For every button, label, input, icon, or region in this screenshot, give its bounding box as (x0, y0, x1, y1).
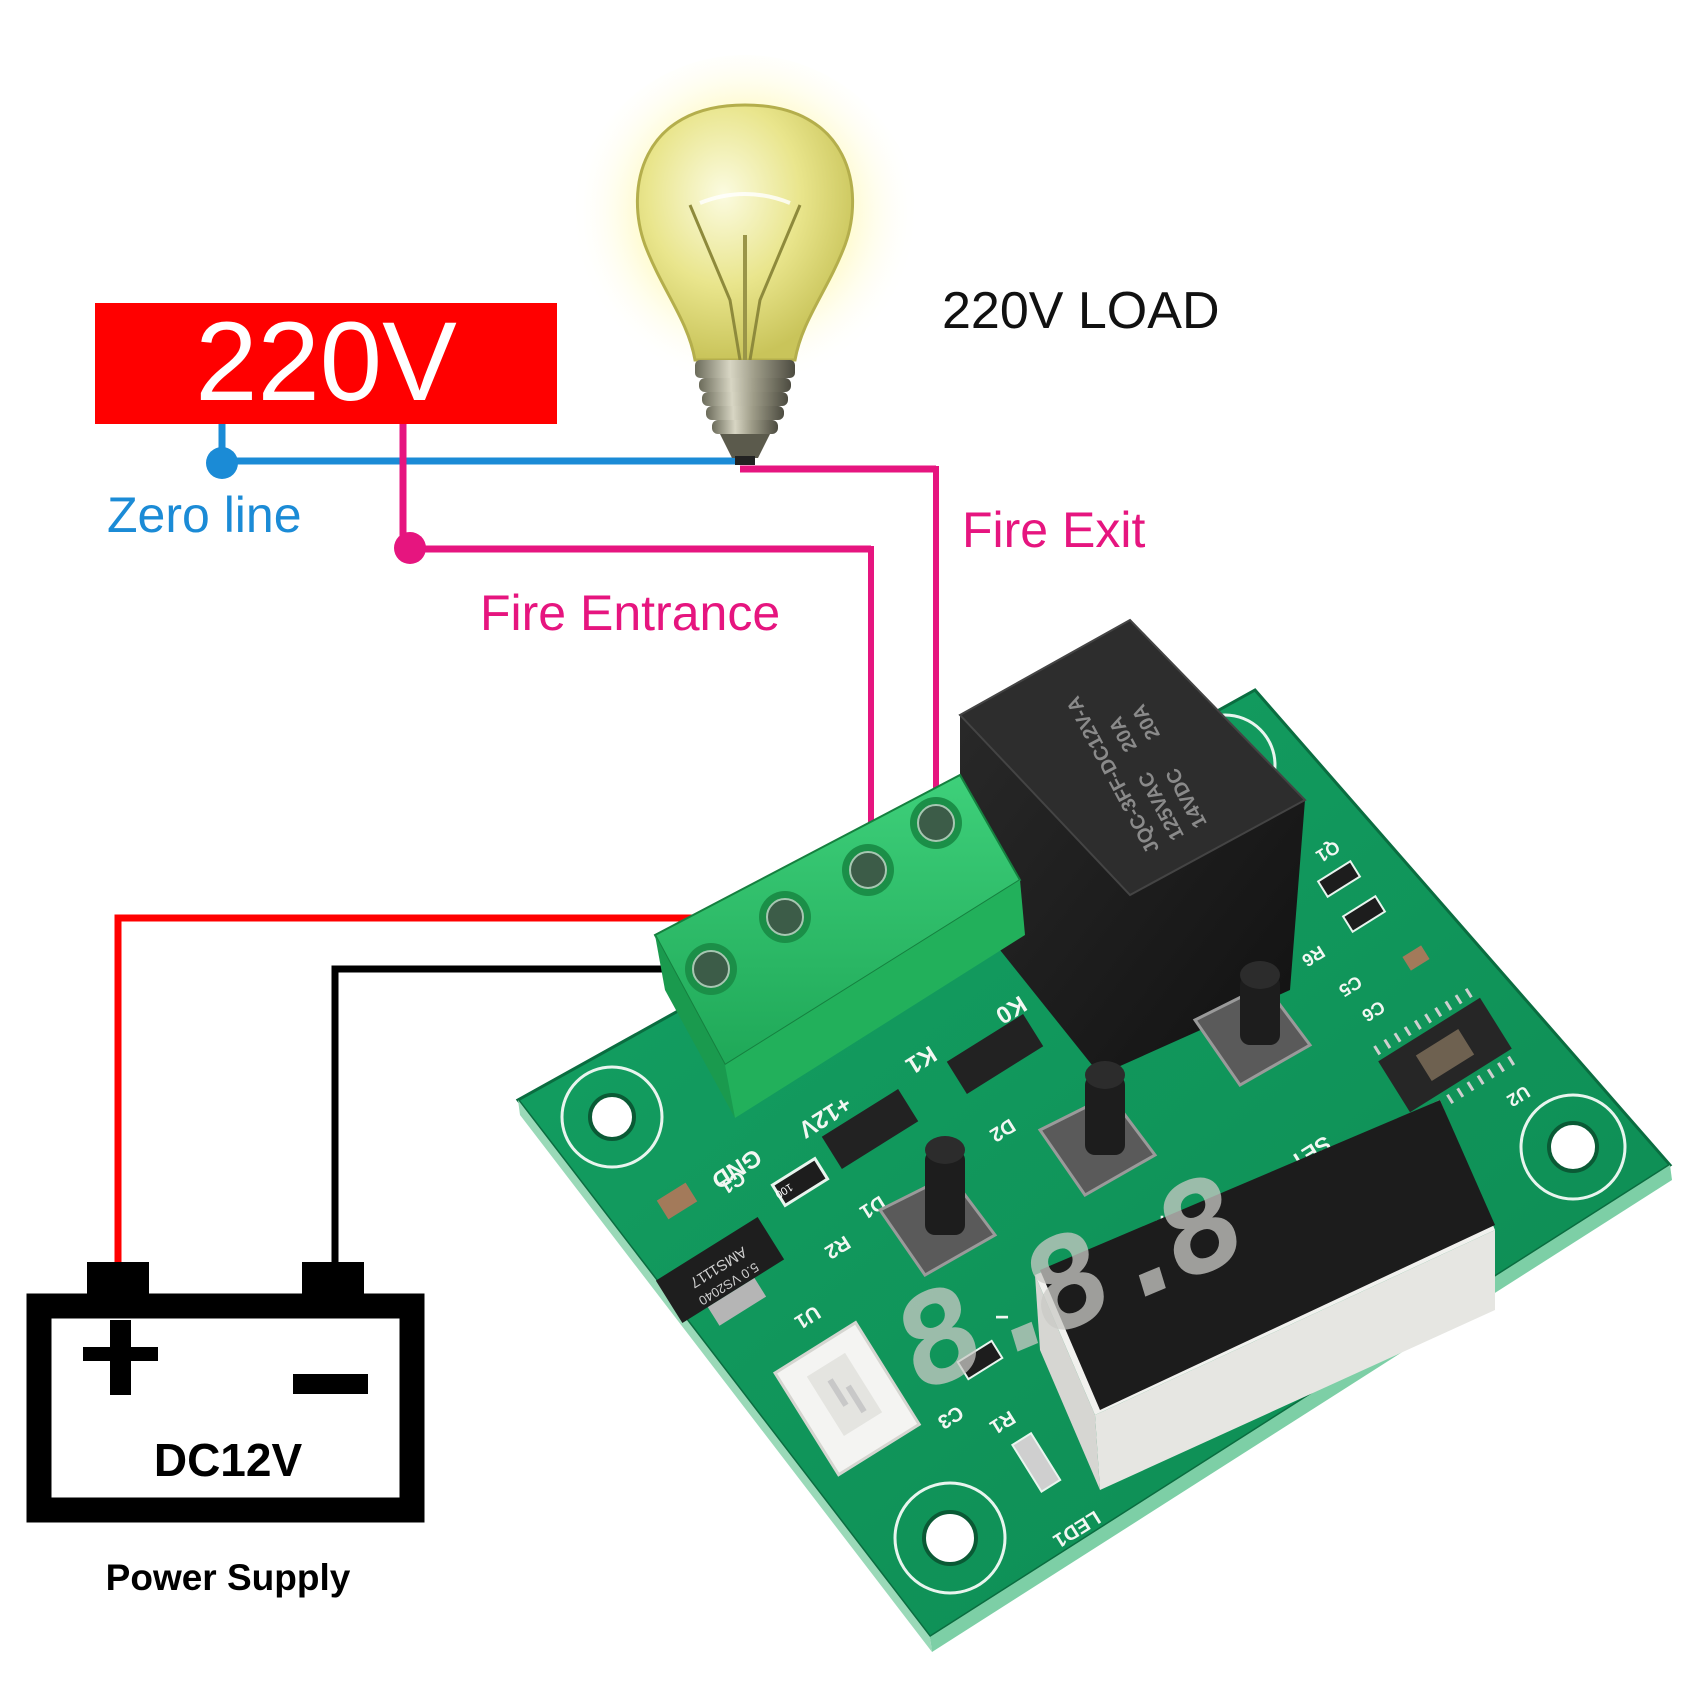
supply-220v-background (95, 303, 557, 424)
fire-exit-label: Fire Exit (962, 502, 1145, 558)
dc-negative-wire (331, 965, 714, 1262)
light-bulb-icon: 220V LOAD (570, 55, 1220, 465)
set-button[interactable] (1192, 961, 1313, 1087)
battery-voltage-label: DC12V (154, 1434, 303, 1486)
plus-sign-v (110, 1320, 131, 1395)
diode-d1 (821, 1089, 919, 1169)
zero-line-label: Zero line (107, 487, 302, 543)
mounting-hole (893, 1481, 1007, 1595)
resistor-r1 (956, 1339, 1004, 1381)
zero-line-junction-dot (206, 447, 238, 479)
led1 (1010, 1431, 1062, 1493)
relay: JQC-3FF-DC12V-A 125VAC 20A 14VDC 20A (958, 618, 1307, 1075)
fire-entrance-junction-dot (394, 532, 426, 564)
minus-sign (293, 1374, 368, 1394)
sensor-connector[interactable] (772, 1320, 922, 1477)
mounting-hole (1519, 1093, 1627, 1201)
dc-positive-wire (114, 914, 790, 1262)
silk-minus: − (995, 1304, 1009, 1331)
power-supply-caption: Power Supply (106, 1557, 351, 1598)
voltage-regulator-u1: AMS1117 5.0 VS2040 (655, 1217, 785, 1326)
fire-entrance-label: Fire Entrance (480, 585, 780, 641)
resistor-r2 (770, 1156, 830, 1208)
thermostat-board: JQC-3FF-DC12V-A 125VAC 20A 14VDC 20A GND (515, 618, 1673, 1652)
terminal-screw-k0[interactable] (917, 804, 955, 842)
capacitor-c6 (1402, 945, 1430, 971)
capacitor-c1 (656, 1182, 698, 1220)
zero-line-wire: Zero line (107, 424, 742, 543)
mounting-hole (560, 1065, 664, 1169)
load-label: 220V LOAD (942, 282, 1220, 340)
supply-220v-label: 220V (195, 299, 457, 424)
fire-exit-wire: Fire Exit (740, 465, 1145, 822)
fire-entrance-wire: Fire Entrance (394, 424, 874, 870)
terminal-screw-12v[interactable] (766, 898, 804, 936)
microcontroller-u2 (1373, 987, 1516, 1124)
battery-icon: DC12V (26, 1262, 425, 1523)
terminal-screw-gnd[interactable] (692, 950, 730, 988)
terminal-block (653, 773, 1025, 1118)
minus-button[interactable] (877, 1136, 998, 1277)
supply-220v-box: 220V (95, 299, 557, 424)
diode-d2 (946, 1014, 1044, 1094)
terminal-screw-k1[interactable] (849, 851, 887, 889)
plus-button[interactable] (1037, 1061, 1158, 1197)
